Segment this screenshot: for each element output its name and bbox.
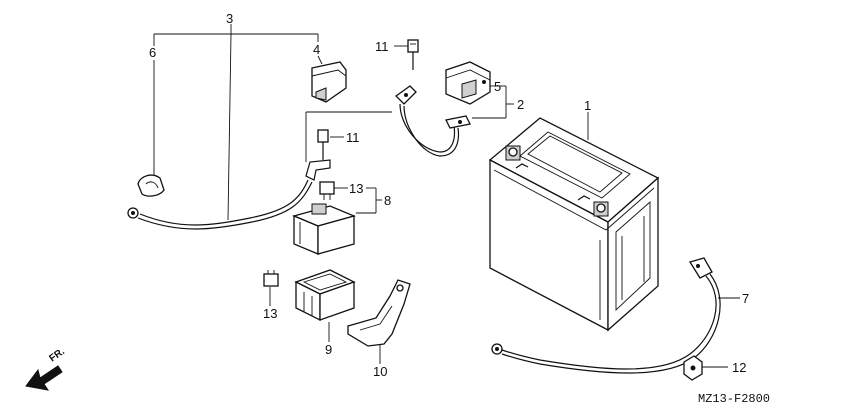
callout-6: 6 [149, 45, 156, 60]
callout-5: 5 [494, 79, 501, 94]
callout-labels: 3 6 4 11 5 2 1 11 13 8 13 9 10 7 12 [149, 11, 749, 379]
terminal-cover-6 [137, 174, 165, 197]
fuse-box-8 [292, 203, 356, 255]
callout-7: 7 [742, 291, 749, 306]
diagram-code: MZ13-F2800 [698, 392, 770, 406]
bracket-10 [347, 279, 411, 347]
callout-11-mid: 11 [346, 130, 360, 145]
callout-12: 12 [732, 360, 746, 375]
callout-9: 9 [325, 342, 332, 357]
fuse-13-lower [263, 270, 279, 287]
callout-10: 10 [373, 364, 387, 379]
callout-8: 8 [384, 193, 391, 208]
callout-11-top: 11 [375, 39, 389, 54]
terminal-cover-4 [311, 61, 347, 103]
callout-13-lower: 13 [263, 306, 277, 321]
callout-1: 1 [584, 98, 591, 113]
negative-cable [127, 112, 331, 230]
callout-13-upper: 13 [349, 181, 363, 196]
battery [488, 117, 660, 332]
bolt-11-mid [317, 129, 329, 160]
terminal-cover-5 [445, 61, 491, 105]
fuse-13-upper [319, 181, 335, 200]
bolt-11-top [407, 39, 419, 70]
front-label: FR. [47, 346, 67, 364]
nut-12 [683, 355, 703, 381]
callout-3: 3 [226, 11, 233, 26]
front-direction-arrow: FR. [25, 346, 67, 391]
cable-7 [491, 257, 721, 374]
callout-4: 4 [313, 42, 320, 57]
callout-2: 2 [517, 97, 524, 112]
fuse-holder-9 [294, 269, 356, 322]
positive-cable [394, 85, 471, 157]
